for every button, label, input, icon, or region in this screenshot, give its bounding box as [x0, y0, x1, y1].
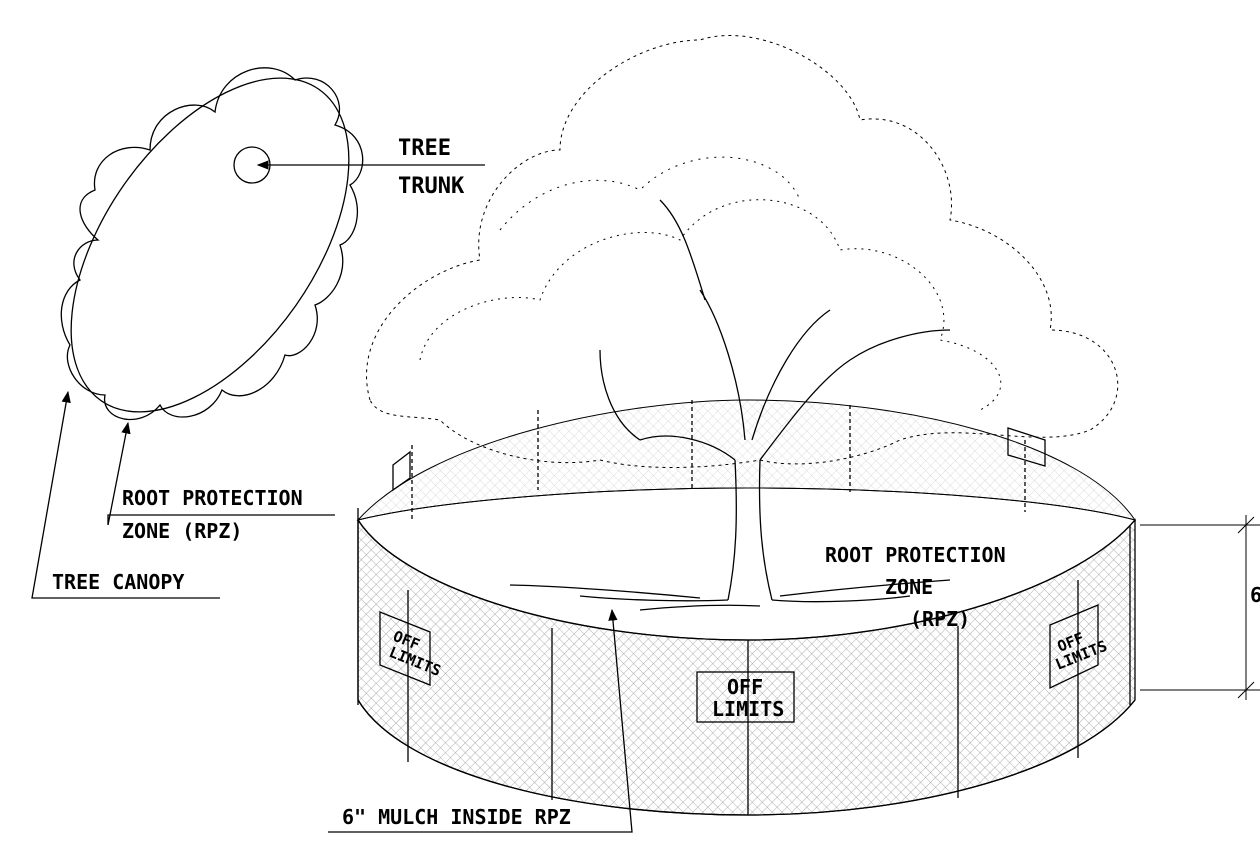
tree-canopy-label: TREE CANOPY	[52, 570, 184, 594]
sign-center-line1: OFF	[727, 675, 763, 699]
sign-center-line2: LIMITS	[712, 697, 784, 721]
off-limits-sign-center: OFF LIMITS	[696, 671, 795, 723]
tree-trunk-illustration	[509, 199, 951, 611]
tree-trunk-label-line1: TREE	[398, 136, 451, 161]
mulch-label: 6" MULCH INSIDE RPZ	[342, 805, 571, 829]
root-protection-zone-outline	[70, 77, 350, 413]
plan-view: TREE TRUNK ROOT PROTECTION ZONE (RPZ) TR…	[31, 67, 485, 599]
tree-canopy-illustration	[366, 35, 1119, 468]
tree-canopy-outline	[60, 67, 364, 421]
fence-front-band	[357, 517, 1136, 816]
rpz-plan-label-line1: ROOT PROTECTION	[122, 486, 303, 510]
tree-trunk-label-line2: TRUNK	[398, 174, 465, 199]
fence-posts	[357, 400, 1131, 815]
rpz-plan-label-line2: ZONE (RPZ)	[122, 519, 242, 543]
elevation-view: OFF LIMITS OFF LIMITS OFF LIMITS ROOT PR…	[328, 35, 1260, 833]
fence-back-band	[356, 399, 1137, 521]
fence-height-dimension-label: 6	[1250, 583, 1260, 607]
rpz-area-label-line2: ZONE	[885, 575, 933, 599]
rpz-area-label-line1: ROOT PROTECTION	[825, 543, 1006, 567]
rpz-area-label-line3: (RPZ)	[910, 607, 970, 631]
fence-height-dimension	[1140, 515, 1260, 700]
